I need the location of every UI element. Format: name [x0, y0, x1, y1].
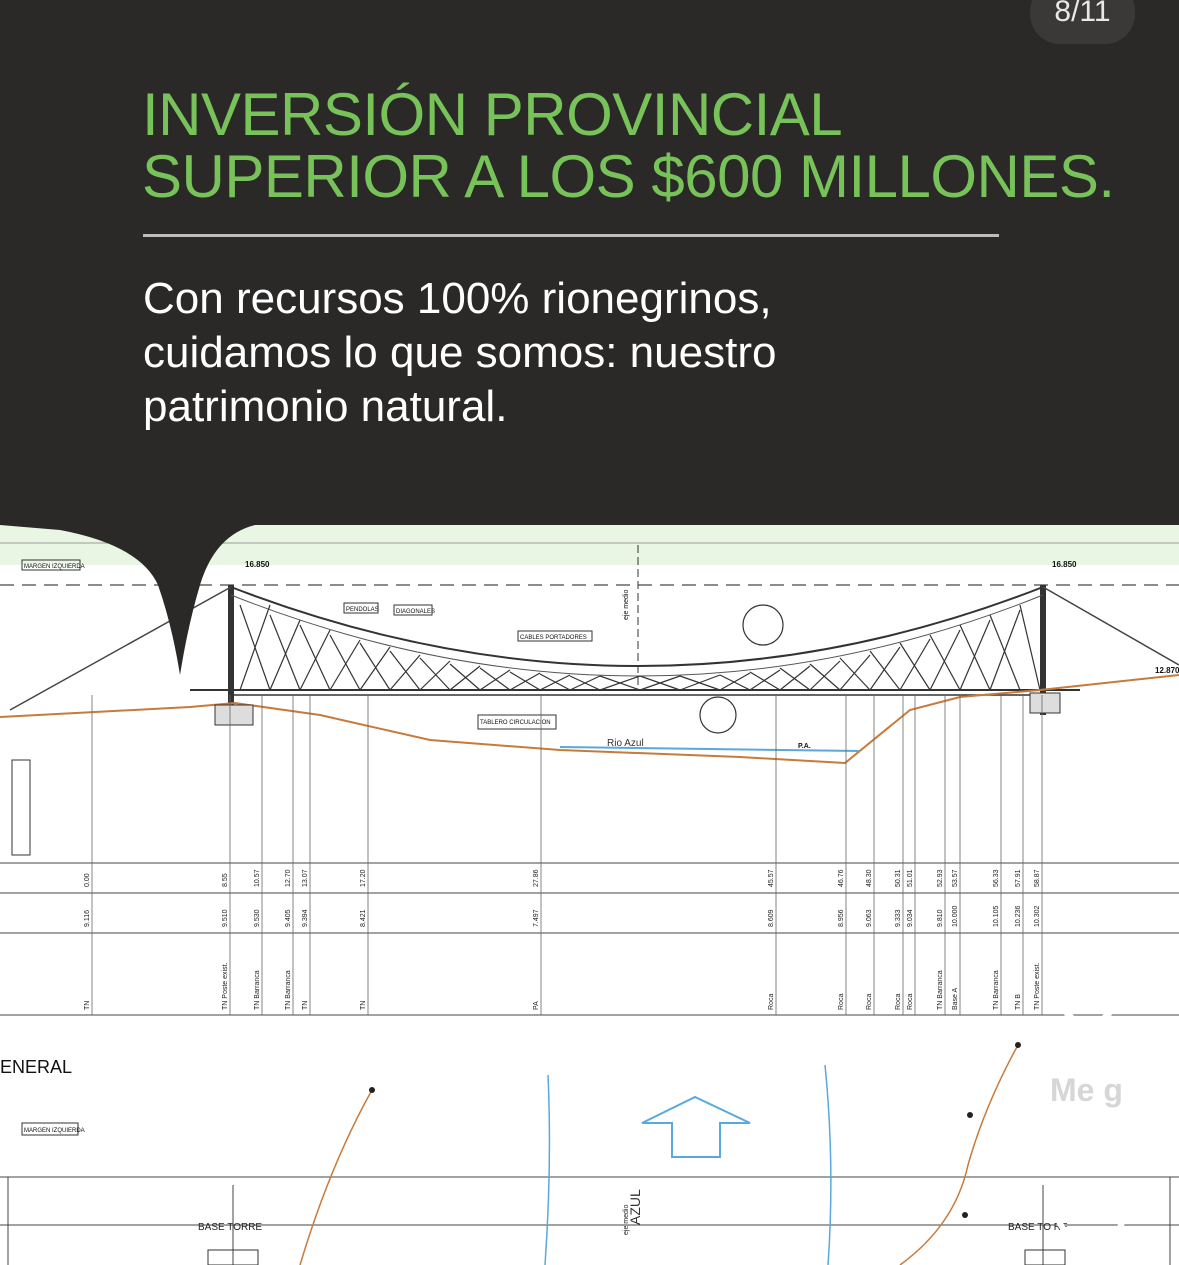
label-pendolas: PENDOLAS — [346, 607, 379, 613]
profile-distance: 27.86 — [533, 869, 540, 887]
profile-description: Base A — [952, 987, 959, 1010]
profile-elevation: 10.236 — [1015, 905, 1022, 927]
profile-distance: 8.55 — [222, 873, 229, 887]
profile-distance: 0.00 — [84, 873, 91, 887]
profile-elevation: 10.302 — [1034, 905, 1041, 927]
profile-distance: 48.30 — [866, 869, 873, 887]
profile-elevation: 8.609 — [768, 909, 775, 927]
subtitle-line-1: Con recursos 100% rionegrinos, — [143, 274, 772, 323]
profile-elevation: 8.956 — [838, 909, 845, 927]
profile-elevation: 10.105 — [993, 905, 1000, 927]
cota-left: 16.850 — [245, 560, 270, 569]
profile-distance: 17.20 — [360, 869, 367, 887]
comment-button[interactable] — [1052, 1180, 1130, 1250]
profile-description: TN Barranca — [285, 970, 292, 1010]
profile-elevation: 9.333 — [895, 909, 902, 927]
profile-distance: 13.07 — [302, 869, 309, 887]
profile-elevation: 9.394 — [302, 909, 309, 927]
profile-description: Roca — [768, 994, 775, 1010]
profile-elevation: 8.421 — [360, 909, 367, 927]
profile-distance: 56.33 — [993, 869, 1000, 887]
bridge-plan-svg: Rio Azul MARGEN IZQUIERDA PENDOLAS DIAGO… — [0, 525, 1179, 1265]
profile-distance: 57.91 — [1015, 869, 1022, 887]
profile-description: Roca — [907, 994, 914, 1010]
profile-elevation: 9.063 — [866, 909, 873, 927]
subtitle: Con recursos 100% rionegrinos, cuidamos … — [143, 272, 1043, 434]
profile-elevation: 10.000 — [952, 905, 959, 927]
cota-far: 12.870 — [1155, 666, 1179, 675]
label-cables: CABLES PORTADORES — [520, 635, 587, 641]
profile-distance: 52.93 — [937, 869, 944, 887]
label-margen-izq: MARGEN IZQUIERDA — [24, 564, 85, 570]
profile-description: PA — [533, 1001, 540, 1010]
label-tablero: TABLERO CIRCULACION — [480, 720, 551, 726]
truss-diagonals — [239, 604, 1041, 691]
profile-elevation: 9.116 — [84, 910, 91, 927]
profile-distance: 51.01 — [907, 869, 914, 887]
profile-description: TN Barranca — [937, 970, 944, 1010]
slide-counter: 8/11 — [1030, 0, 1135, 44]
profile-description: TN — [360, 1001, 367, 1010]
profile-distance: 45.57 — [768, 869, 775, 887]
header-curve-overlay — [0, 525, 1179, 675]
profile-elevation: 9.034 — [907, 909, 914, 927]
profile-elevation: 9.530 — [254, 909, 261, 927]
profile-elevation: 9.405 — [285, 909, 292, 927]
profile-elevation: 9.510 — [222, 909, 229, 927]
headline-line-1: INVERSIÓN PROVINCIAL — [142, 81, 843, 148]
eje-medio-label: eje medio — [623, 590, 630, 620]
profile-distance: 58.87 — [1034, 869, 1041, 887]
rio-label: Rio Azul — [607, 738, 644, 749]
base-torre-right: BASE TO RE — [1008, 1222, 1068, 1233]
profile-description: Roca — [838, 994, 845, 1010]
subtitle-line-3: patrimonio natural. — [143, 382, 508, 431]
pa-label: P.A. — [798, 743, 811, 750]
profile-description: Roca — [866, 994, 873, 1010]
profile-distance: 53.57 — [952, 869, 959, 887]
profile-description: TN Barranca — [254, 970, 261, 1010]
profile-description: TN — [84, 1001, 91, 1010]
like-button[interactable] — [1046, 958, 1130, 1042]
profile-description: Roca — [895, 994, 902, 1010]
profile-distance: 12.70 — [285, 869, 292, 887]
headline-line-2: SUPERIOR A LOS $600 MILLONES. — [142, 143, 1115, 210]
subtitle-line-2: cuidamos lo que somos: nuestro — [143, 328, 777, 377]
profile-description: TN — [302, 1001, 309, 1010]
heart-icon — [1049, 967, 1127, 1033]
bridge-drawing: Rio Azul MARGEN IZQUIERDA PENDOLAS DIAGO… — [0, 525, 1179, 1265]
profile-elevation: 9.810 — [937, 909, 944, 927]
profile-table — [0, 862, 1179, 1016]
profile-description: TN Barranca — [993, 970, 1000, 1010]
label-margen-izq-2: MARGEN IZQUIERDA — [24, 1128, 85, 1134]
azul-label: AZUL — [627, 1189, 643, 1225]
headline: INVERSIÓN PROVINCIAL SUPERIOR A LOS $600… — [142, 84, 1142, 208]
base-torre-left: BASE TORRE — [198, 1222, 262, 1233]
profile-distance: 10.57 — [254, 869, 261, 887]
profile-distance: 50.31 — [895, 869, 902, 887]
cota-right: 16.850 — [1052, 560, 1077, 569]
label-diagonales: DIAGONALES — [396, 609, 435, 615]
profile-description: TN B — [1015, 994, 1022, 1010]
profile-vertical-lines — [91, 695, 1043, 1015]
profile-description: TN Poste exist. — [222, 962, 229, 1010]
divider — [143, 234, 999, 237]
post-header: 8/11 INVERSIÓN PROVINCIAL SUPERIOR A LOS… — [0, 0, 1179, 560]
profile-elevation: 7.497 — [533, 909, 540, 927]
profile-distance: 46.76 — [838, 869, 845, 887]
general-label: ENERAL — [0, 1057, 72, 1077]
comment-icon — [1055, 1183, 1127, 1247]
eje-medio-label-2: eje medio — [623, 1205, 630, 1235]
like-label: Me g — [1050, 1072, 1123, 1108]
profile-description: TN Poste exist. — [1034, 962, 1041, 1010]
